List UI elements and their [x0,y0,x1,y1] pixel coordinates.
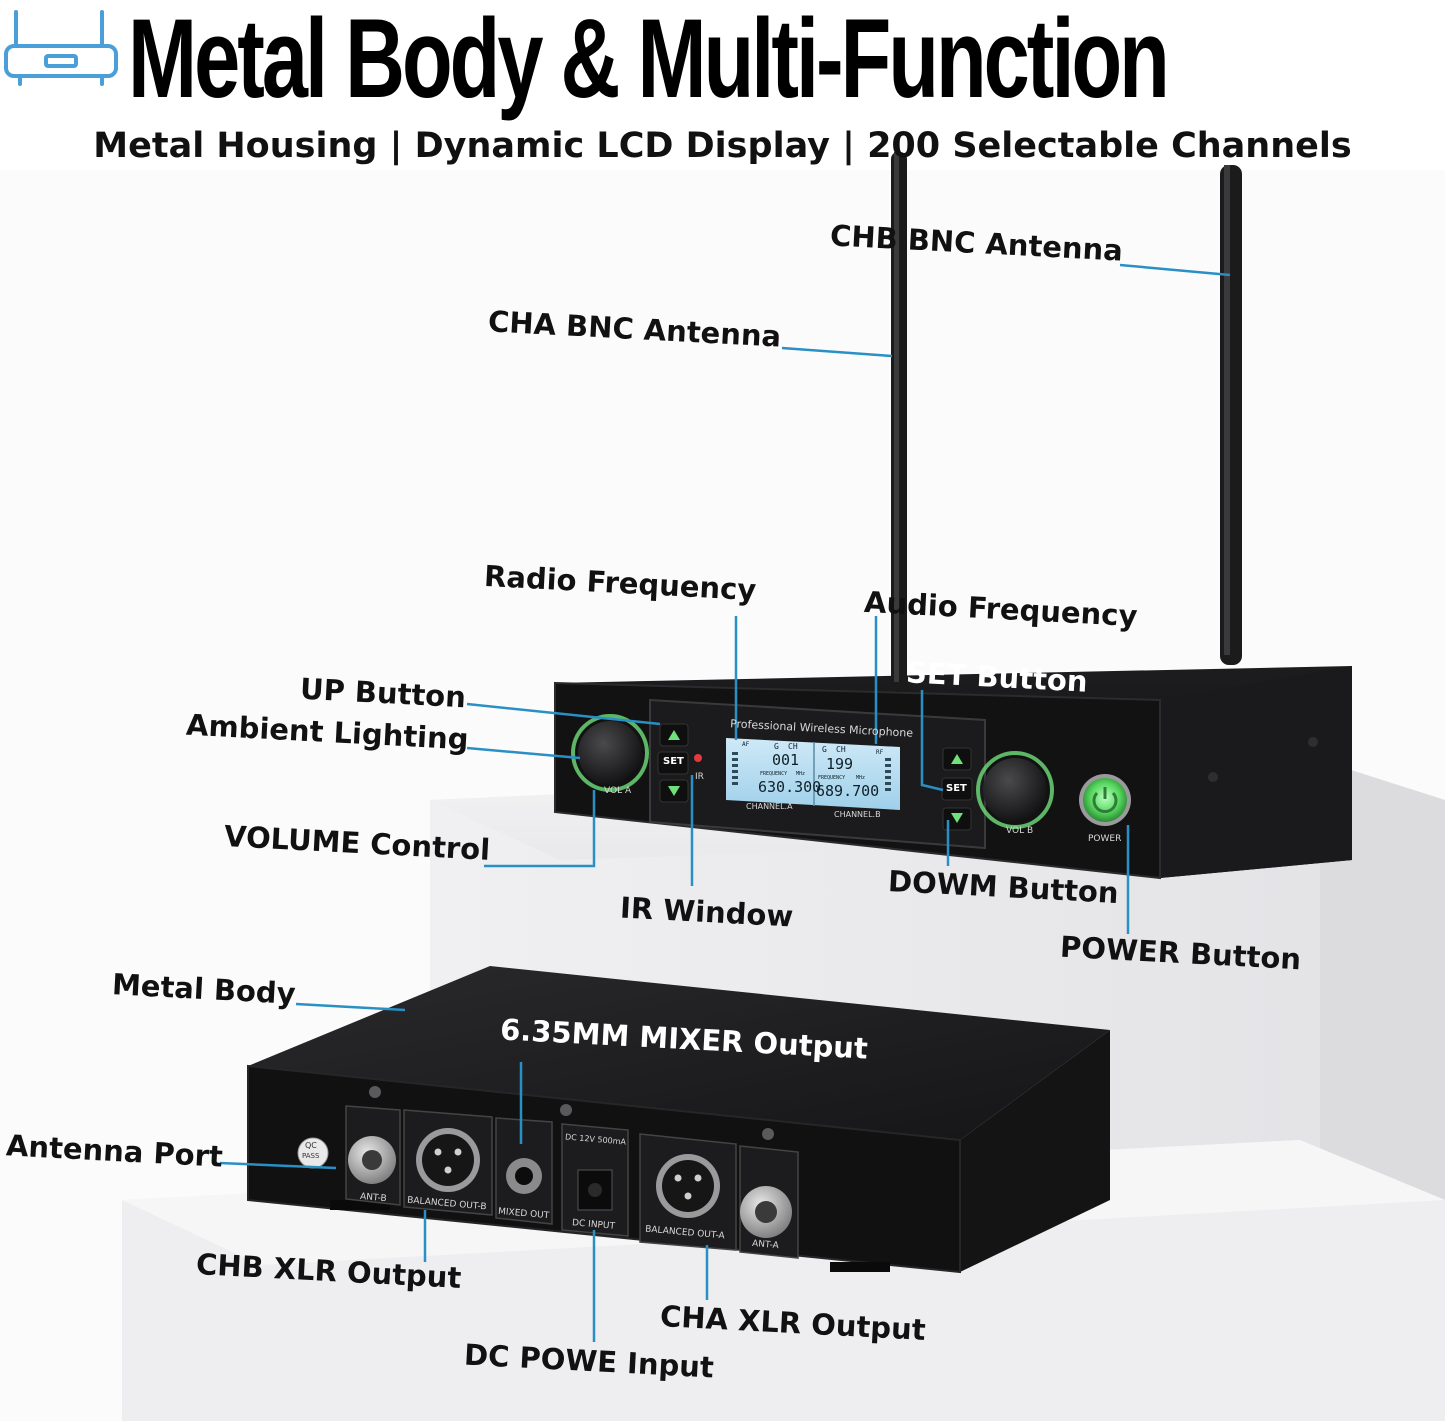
front-vol-b: VOL B [1006,826,1034,836]
page-subtitle: Metal Housing | Dynamic LCD Display | 20… [93,126,1352,166]
lcd-channel-b-number: 199 [826,755,854,773]
lcd-g-a: G [774,742,779,751]
front-channel-a: CHANNEL.A [746,802,793,811]
lcd-mhz-a: MHz [796,771,806,777]
front-power-label: POWER [1088,834,1122,844]
lcd-frequency-b: 689.700 [816,782,880,800]
lcd-freq-label-b: FREQUENCY [818,775,846,781]
lcd-ch-b: CH [836,745,846,754]
page-title: Metal Body & Multi-Function [128,0,1170,121]
lcd-channel-a-number: 001 [772,751,800,769]
front-set-right: SET [946,783,967,794]
lcd-rf-label: RF [876,749,884,756]
lcd-frequency-a: 630.300 [758,778,822,796]
lcd-freq-label-a: FREQUENCY [760,771,788,777]
lcd-af-label: AF [742,741,750,748]
lcd-mhz-b: MHz [856,775,866,781]
qc-sticker-top: QC [305,1141,317,1150]
front-vol-a: VOL A [604,786,632,796]
front-set-left: SET [663,756,684,767]
lcd-g-b: G [822,745,827,754]
front-ir-label: IR [695,772,704,782]
lcd-ch-a: CH [788,742,798,751]
front-channel-b: CHANNEL.B [834,810,881,819]
wireless-receiver-icon [4,10,118,86]
qc-sticker-bottom: PASS [302,1152,320,1160]
